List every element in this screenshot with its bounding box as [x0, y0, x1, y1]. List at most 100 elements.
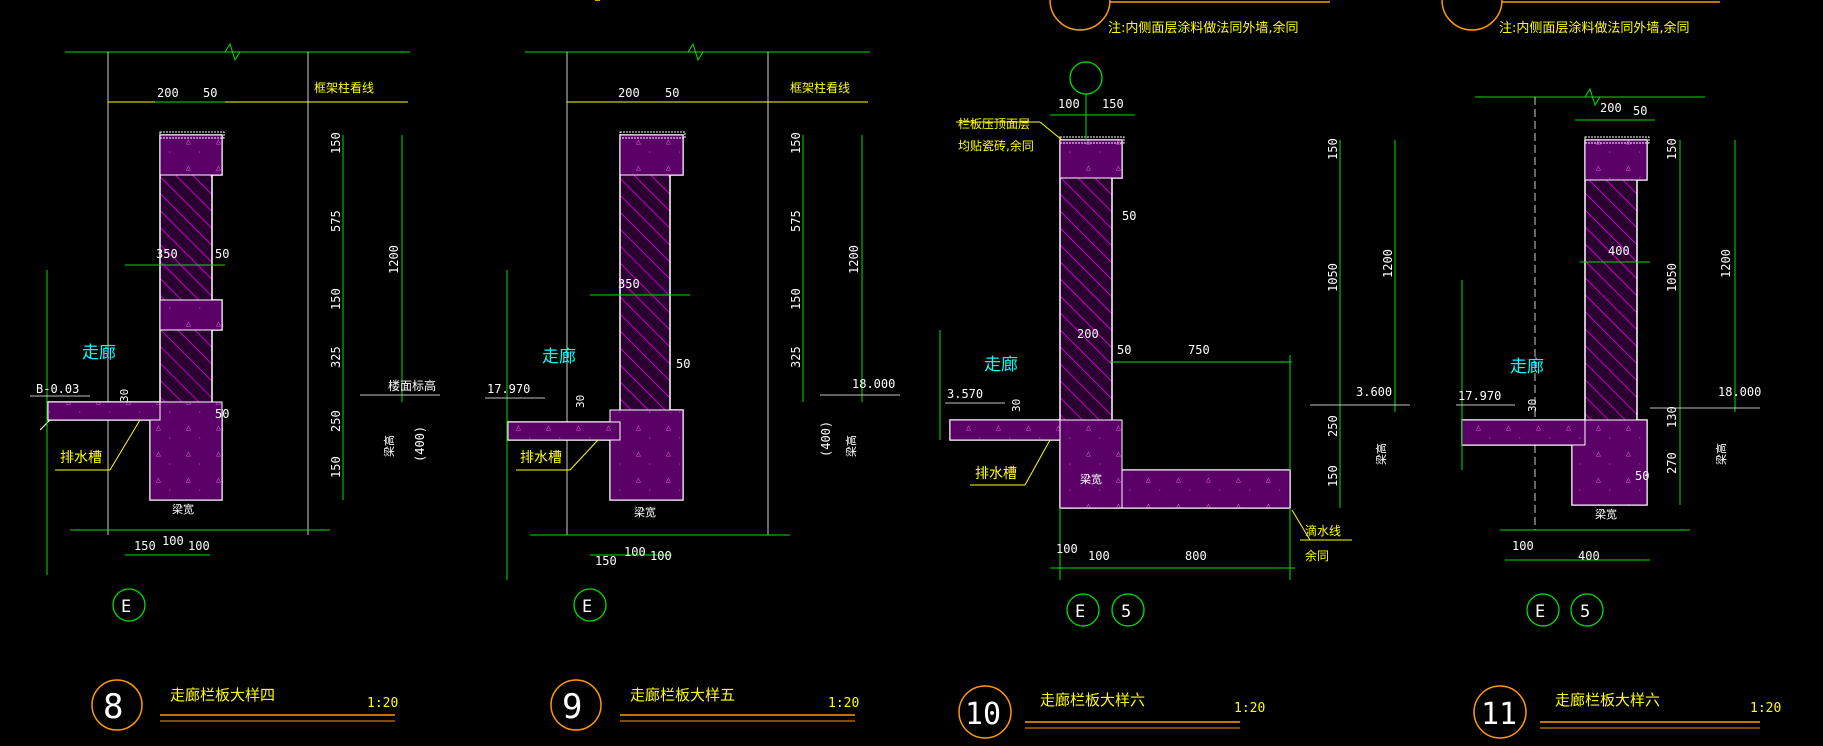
v-dim-3: 150 — [329, 288, 343, 310]
beam-width-label: 梁宽 — [1595, 507, 1617, 521]
break-symbol — [687, 42, 704, 62]
drain-label: 排水槽 — [520, 450, 562, 466]
mid-dim-1: 50 — [1122, 209, 1136, 223]
mid-dim-2: 30 — [1526, 399, 1539, 412]
mid-dim-1: 350 — [618, 277, 640, 291]
axis-label-2: 5 — [1121, 602, 1131, 622]
v-dim-1: 150 — [1326, 138, 1340, 160]
v-dim-4: 325 — [329, 346, 343, 368]
top-note-1: 注:内侧面层涂料做法同外墙,余同 — [1108, 20, 1299, 36]
top-circle-fragment — [1049, 0, 1111, 31]
v-total: 1200 — [1719, 249, 1733, 278]
detail-number-circle — [1473, 685, 1527, 739]
bottom-dim-1: 100 — [1512, 539, 1534, 553]
axis-bubble — [1066, 593, 1100, 627]
top-dim-1: 100 — [1058, 97, 1080, 111]
top-dim-2: 50 — [665, 86, 679, 100]
mid-dim-3: 50 — [1117, 343, 1131, 357]
v-dim-3: 130 — [1665, 406, 1679, 428]
coping — [159, 134, 223, 176]
drip-note-1: 滴水线 — [1305, 523, 1341, 538]
frame-line-label: 框架柱看线 — [790, 80, 850, 95]
detail-8: 框架柱看线 200 50 350 50 50 30 150 100 100 梁宽… — [30, 42, 440, 731]
coping — [1584, 139, 1648, 181]
v-dim-3: 150 — [789, 288, 803, 310]
v-dim-4: 270 — [1665, 452, 1679, 474]
mid-dim-2: 50 — [215, 247, 229, 261]
axis-bubble — [1526, 593, 1560, 627]
detail-title: 走廊栏板大样四 — [170, 686, 275, 704]
floor-slab — [507, 421, 621, 441]
v-dim-1: 150 — [789, 132, 803, 154]
rail-note-2: 均贴瓷砖,余同 — [958, 138, 1034, 153]
bottom-dim-2: 400 — [1578, 549, 1600, 563]
corridor-label: 走廊 — [984, 355, 1018, 375]
coping — [619, 134, 684, 176]
mid-dim-4: 750 — [1188, 343, 1210, 357]
v-total: 1200 — [1381, 249, 1395, 278]
floor-slab — [949, 419, 1061, 441]
beam-width-label: 梁宽 — [1080, 472, 1102, 486]
tile-layer — [1059, 136, 1125, 144]
paren-dim: (400) — [413, 426, 427, 462]
elev2: 18.000 — [852, 377, 895, 391]
axis-bubble — [573, 588, 607, 622]
elev-label: 17.970 — [1458, 389, 1501, 403]
break-mark — [39, 419, 51, 431]
detail-11: 200 50 400 30 50 100 400 梁宽 150 1050 130… — [1456, 87, 1781, 739]
bottom-dim-2: 100 — [162, 534, 184, 548]
mid-dim-1: 350 — [156, 247, 178, 261]
top-dim-1: 200 — [1600, 101, 1622, 115]
elev2: 3.600 — [1356, 385, 1392, 399]
drip-note-2: 余同 — [1305, 548, 1329, 563]
axis-bubble-2 — [1111, 593, 1145, 627]
floor-slab — [47, 401, 161, 421]
detail-10: 100 150 50 200 50 750 30 100 100 800 梁宽 … — [939, 61, 1410, 739]
v-dim-6: 150 — [329, 456, 343, 478]
frame-line-label: 框架柱看线 — [314, 80, 374, 95]
corridor-label: 走廊 — [1510, 357, 1544, 377]
beam-height-label: 梁高 — [844, 435, 858, 457]
top-dim-2: 50 — [1633, 104, 1647, 118]
break-symbol — [224, 42, 241, 62]
mid-dim-3: 50 — [215, 407, 229, 421]
corridor-label: 走廊 — [82, 343, 116, 363]
mid-beam — [159, 299, 223, 331]
paren-dim: (400) — [819, 421, 833, 457]
detail-number-circle — [550, 679, 602, 731]
drain-label: 排水槽 — [60, 450, 102, 466]
elev-label: 3.570 — [947, 387, 983, 401]
bottom-dim-1: 150 — [595, 554, 617, 568]
ledge-slab — [1121, 469, 1291, 509]
bottom-dim-1: 100 — [1056, 542, 1078, 556]
v-total: 1200 — [387, 245, 401, 274]
corridor-label: 走廊 — [542, 347, 576, 367]
drain-label: 排水槽 — [975, 466, 1017, 482]
beam-height-label: 梁高 — [382, 435, 396, 457]
mid-dim-3: 30 — [574, 395, 587, 408]
v-dim-2: 1050 — [1326, 263, 1340, 292]
detail-title: 走廊栏板大样六 — [1555, 691, 1660, 709]
drain-leader-2 — [569, 439, 599, 471]
detail-scale: 1:20 — [1750, 701, 1781, 716]
elev-label: B-0.03 — [36, 382, 79, 396]
top-dim-1: 200 — [157, 86, 179, 100]
v-dim-5: 250 — [329, 410, 343, 432]
mid-dim-5: 30 — [1010, 399, 1023, 412]
bottom-dim-3: 100 — [650, 549, 672, 563]
beam-section — [1059, 419, 1123, 509]
detail-number: 11 — [1481, 697, 1517, 732]
bottom-dim-2: 100 — [1088, 549, 1110, 563]
top-dim-1: 200 — [618, 86, 640, 100]
beam-height-label: 梁高 — [1714, 443, 1728, 465]
bottom-dim-2: 100 — [624, 545, 646, 559]
bottom-dim-3: 800 — [1185, 549, 1207, 563]
detail-number: 8 — [103, 687, 123, 727]
rail-note-leader-2 — [1039, 121, 1063, 141]
axis-label: E — [582, 597, 592, 617]
detail-number-circle — [958, 685, 1012, 739]
top-dim-2: 50 — [203, 86, 217, 100]
detail-number: 9 — [562, 687, 582, 727]
v-dim-2: 1050 — [1665, 263, 1679, 292]
tile-layer — [619, 131, 686, 139]
